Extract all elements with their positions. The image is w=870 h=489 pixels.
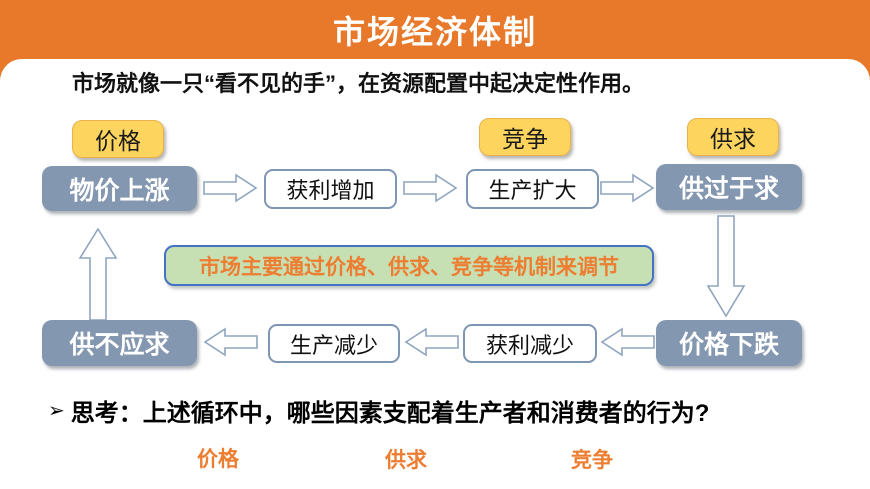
arrow-down-icon [706,214,746,318]
node-production-expand: 生产扩大 [466,169,599,209]
node-production-decrease: 生产减少 [268,324,400,363]
content-panel: 市场就像一只“看不见的手”，在资源配置中起决定性作用。 价格 竞争 供求 物价上… [0,59,870,489]
node-profit-increase: 获利增加 [264,169,397,209]
node-price-fall: 价格下跌 [656,320,802,366]
node-undersupply: 供不应求 [42,320,197,366]
question-line: ➢ 思考：上述循环中，哪些因素支配着生产者和消费者的行为? [48,393,709,428]
arrow-up-icon [78,227,118,322]
label-supply-demand: 供求 [687,118,779,156]
question-text: 思考：上述循环中，哪些因素支配着生产者和消费者的行为? [70,400,710,427]
arrow-right-icon [599,172,655,204]
answer-supply-demand: 供求 [385,449,427,472]
label-price: 价格 [72,120,164,158]
question-bullet-icon: ➢ [48,400,65,422]
subtitle-text: 市场就像一只“看不见的手”，在资源配置中起决定性作用。 [72,71,645,96]
arrow-right-icon [402,172,458,204]
answer-competition: 竞争 [571,449,613,472]
node-profit-decrease: 获利减少 [463,324,597,363]
arrow-left-icon [600,326,656,358]
page-title: 市场经济体制 [332,13,537,50]
label-competition: 竞争 [479,118,571,156]
mechanism-note: 市场主要通过价格、供求、竞争等机制来调节 [164,245,654,286]
arrow-left-icon [203,326,259,358]
answer-price: 价格 [197,448,239,471]
node-oversupply: 供过于求 [656,164,802,210]
node-prices-rise: 物价上涨 [42,166,197,211]
arrow-right-icon [202,172,258,204]
arrow-left-icon [404,326,460,358]
